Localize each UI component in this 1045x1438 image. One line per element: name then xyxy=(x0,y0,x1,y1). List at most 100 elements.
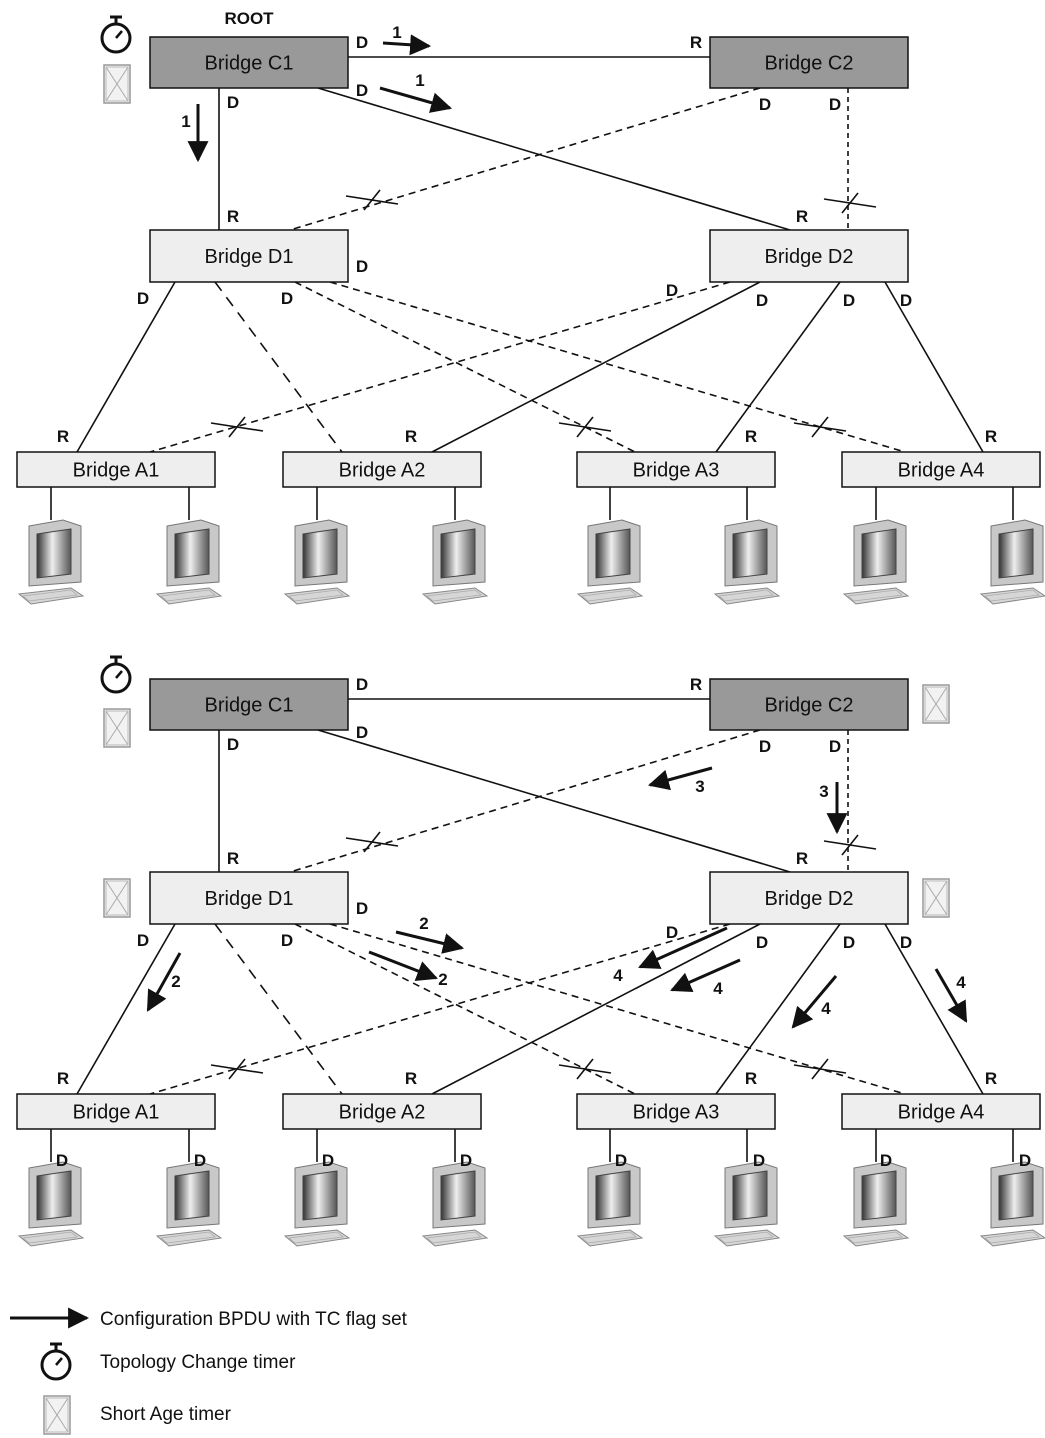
legend-bpdu-label: Configuration BPDU with TC flag set xyxy=(100,1309,408,1330)
port-designated-label: D xyxy=(829,737,841,756)
blocked-marker-stroke xyxy=(811,1058,829,1080)
short-age-inner xyxy=(924,880,948,916)
blocked-marker-stroke xyxy=(841,192,859,214)
link-d1-a3-blocked xyxy=(294,281,636,453)
root-label: ROOT xyxy=(224,9,274,28)
monitor-screen xyxy=(595,1170,631,1221)
keyboard xyxy=(842,587,910,605)
blocked-port-marker xyxy=(345,831,399,853)
keyboard xyxy=(283,587,351,605)
short-age-diag xyxy=(924,880,948,916)
bridge-d2-label: Bridge D2 xyxy=(765,888,854,910)
bridge-c1-label: Bridge C1 xyxy=(205,695,294,717)
computer-workstation-icon xyxy=(576,519,644,605)
blocked-marker-stroke xyxy=(363,189,381,211)
computer-workstation-icon xyxy=(979,1161,1045,1247)
port-designated-label: D xyxy=(829,95,841,114)
keyboard-keys xyxy=(581,589,637,602)
monitor-screen xyxy=(732,1170,768,1221)
port-designated-label: D xyxy=(880,1151,892,1170)
link-d1-a1 xyxy=(76,923,176,1095)
short-age-inner xyxy=(105,66,129,102)
blocked-marker-stroke xyxy=(576,1058,594,1080)
keyboard xyxy=(17,587,85,605)
port-designated-label: D xyxy=(900,291,912,310)
computer-workstation-icon xyxy=(155,519,223,605)
sequence-number: 1 xyxy=(415,71,424,90)
bridge-c2-box xyxy=(709,36,909,89)
monitor-screen xyxy=(36,1170,72,1221)
bridge-d2-label: Bridge D2 xyxy=(765,246,854,268)
bridge-a3-box xyxy=(576,451,776,488)
blocked-port-marker xyxy=(210,1058,264,1080)
blocked-port-marker xyxy=(210,416,264,438)
link-d2-a1-blocked xyxy=(149,281,731,453)
sequence-number: 1 xyxy=(392,23,401,42)
keyboard-keys xyxy=(22,1231,78,1244)
keyboard xyxy=(713,587,781,605)
blocked-port-marker xyxy=(558,416,612,438)
port-root-label: R xyxy=(57,427,69,446)
short-age-inner xyxy=(924,686,948,722)
port-root-label: R xyxy=(227,207,239,226)
monitor-screen xyxy=(732,528,768,579)
port-root-label: R xyxy=(405,1069,417,1088)
bridge-a2-box xyxy=(282,451,482,488)
port-designated-label: D xyxy=(356,33,368,52)
blocked-port-marker xyxy=(793,416,847,438)
bridge-c1-box xyxy=(149,36,349,89)
blocked-marker-stroke xyxy=(811,416,829,438)
monitor-screen xyxy=(174,1170,210,1221)
port-designated-label: D xyxy=(756,291,768,310)
link-d2-a2 xyxy=(431,923,761,1095)
bpdu-arrow xyxy=(791,975,838,1029)
port-designated-label: D xyxy=(356,899,368,918)
bridge-a4-box xyxy=(841,1093,1041,1130)
bridge-a2-label: Bridge A2 xyxy=(339,1102,426,1124)
port-root-label: R xyxy=(405,427,417,446)
hourglass-box-icon xyxy=(922,878,950,918)
port-designated-label: D xyxy=(356,675,368,694)
computer-workstation-icon xyxy=(713,1161,781,1247)
keyboard xyxy=(17,1229,85,1247)
link-d2-a1-blocked xyxy=(149,923,731,1095)
hourglass-box-icon xyxy=(103,708,131,748)
link-d1-a2-blocked xyxy=(214,281,343,453)
computer-workstation-icon xyxy=(421,1161,489,1247)
link-d2-a4 xyxy=(884,281,984,453)
monitor-screen xyxy=(174,528,210,579)
bpdu-arrow xyxy=(382,34,432,56)
keyboard-keys xyxy=(160,1231,216,1244)
port-root-label: R xyxy=(796,207,808,226)
port-root-label: R xyxy=(985,1069,997,1088)
bpdu-arrow xyxy=(934,968,968,1023)
sequence-number: 4 xyxy=(613,966,623,985)
bridge-c2-label: Bridge C2 xyxy=(765,53,854,75)
port-root-label: R xyxy=(985,427,997,446)
link-d1-a3-blocked xyxy=(294,923,636,1095)
blocked-marker-stroke xyxy=(228,416,246,438)
port-designated-label: D xyxy=(843,933,855,952)
bridge-c2-box xyxy=(709,678,909,731)
sequence-number: 2 xyxy=(438,970,447,989)
keyboard xyxy=(421,587,489,605)
short-age-diag xyxy=(105,66,129,102)
port-designated-label: D xyxy=(137,931,149,950)
port-root-label: R xyxy=(796,849,808,868)
port-designated-label: D xyxy=(615,1151,627,1170)
sequence-number: 2 xyxy=(419,914,428,933)
bpdu-arrow xyxy=(395,930,465,954)
monitor-screen xyxy=(998,1170,1034,1221)
port-root-label: R xyxy=(745,1069,757,1088)
monitor-screen xyxy=(440,528,476,579)
diagram-layer: Bridge C1 Bridge C2 Bridge D1 Bridge D2 Brid… xyxy=(10,9,1045,1435)
link-c2-d1-blocked xyxy=(289,729,761,873)
port-designated-label: D xyxy=(759,737,771,756)
link-c1-d2 xyxy=(317,729,791,873)
keyboard-keys xyxy=(22,589,78,602)
keyboard-keys xyxy=(426,589,482,602)
link-c1-d2 xyxy=(317,87,791,231)
keyboard xyxy=(576,587,644,605)
sequence-number: 3 xyxy=(819,782,828,801)
bridge-d1-label: Bridge D1 xyxy=(205,246,294,268)
